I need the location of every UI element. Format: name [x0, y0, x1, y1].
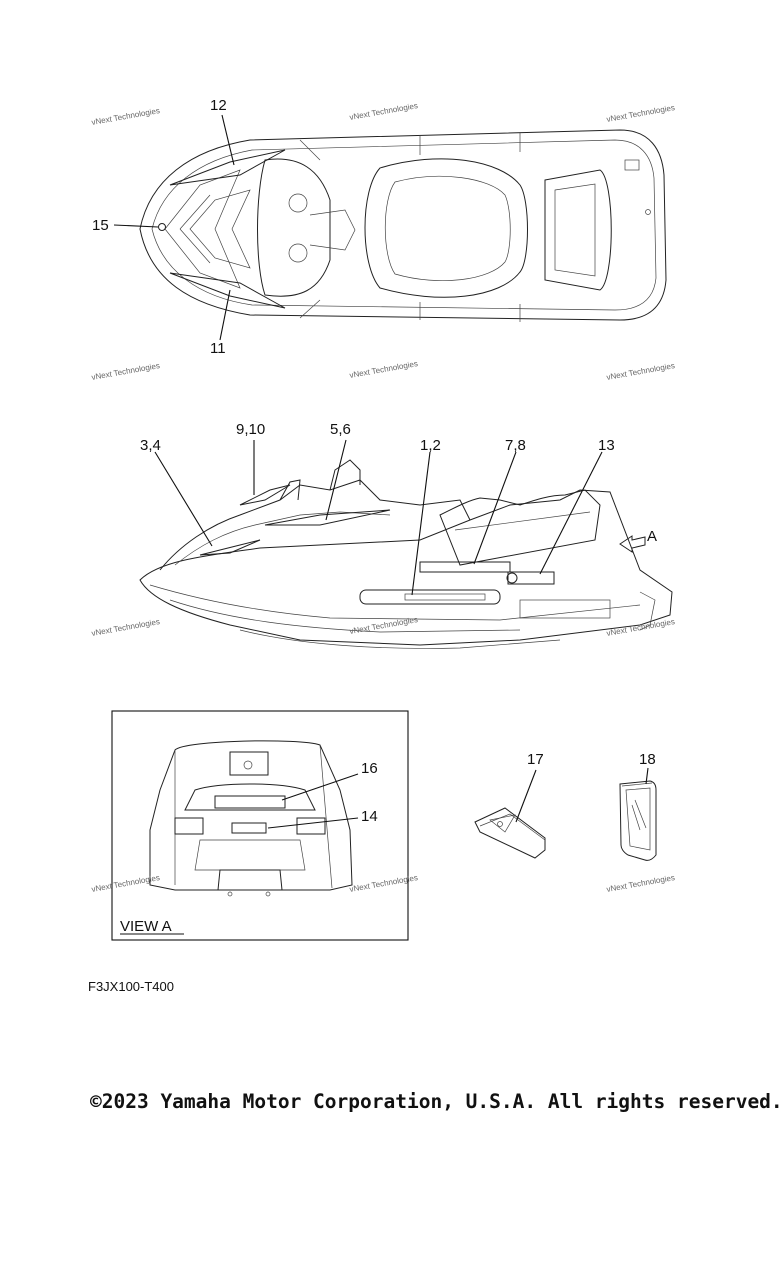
callout-a: A	[647, 528, 657, 545]
watermark-text: vNext Technologies	[91, 361, 161, 382]
watermark-text: vNext Technologies	[606, 873, 676, 894]
watermark-text: vNext Technologies	[606, 617, 676, 638]
callout-15: 15	[92, 217, 109, 234]
decal-16	[214, 795, 286, 809]
decal-9-10	[239, 484, 291, 506]
callout-11: 11	[210, 340, 226, 357]
callout-12: 12	[210, 97, 227, 114]
decal-7-8	[419, 561, 511, 573]
callout-3-4: 3,4	[140, 437, 161, 454]
decal-1-2	[359, 589, 501, 605]
decal-5-6	[264, 509, 391, 526]
callout-17: 17	[527, 751, 544, 768]
watermark-text: vNext Technologies	[349, 101, 419, 122]
watermark-text: vNext Technologies	[606, 103, 676, 124]
watermark-text: vNext Technologies	[606, 361, 676, 382]
callout-1-2: 1,2	[420, 437, 441, 454]
watermark-text: vNext Technologies	[91, 617, 161, 638]
view-a-panel	[111, 710, 409, 941]
top-view-watercraft	[139, 129, 667, 322]
decal-14	[231, 822, 267, 834]
watermark-text: vNext Technologies	[349, 359, 419, 380]
callout-7-8: 7,8	[505, 437, 526, 454]
part-18-pouch	[619, 780, 657, 861]
watermark-group: vNext Technologies vNext Technologies vN…	[91, 101, 676, 894]
callout-16: 16	[361, 760, 378, 777]
decal-15-mark	[158, 223, 166, 231]
callout-9-10: 9,10	[236, 421, 265, 438]
callout-14: 14	[361, 808, 378, 825]
watermark-text: vNext Technologies	[91, 106, 161, 127]
view-a-arrow	[619, 535, 646, 553]
copyright-notice: ©2023 Yamaha Motor Corporation, U.S.A. A…	[90, 1090, 783, 1113]
part-code: F3JX100-T400	[88, 979, 174, 994]
decal-3-4	[199, 539, 261, 556]
view-a-label: VIEW A	[120, 918, 172, 935]
side-view-watercraft	[139, 459, 673, 649]
callout-18: 18	[639, 751, 656, 768]
watermark-text: vNext Technologies	[91, 873, 161, 894]
callout-5-6: 5,6	[330, 421, 351, 438]
part-17-case	[474, 807, 546, 859]
decal-13	[507, 571, 555, 585]
callout-13: 13	[598, 437, 615, 454]
